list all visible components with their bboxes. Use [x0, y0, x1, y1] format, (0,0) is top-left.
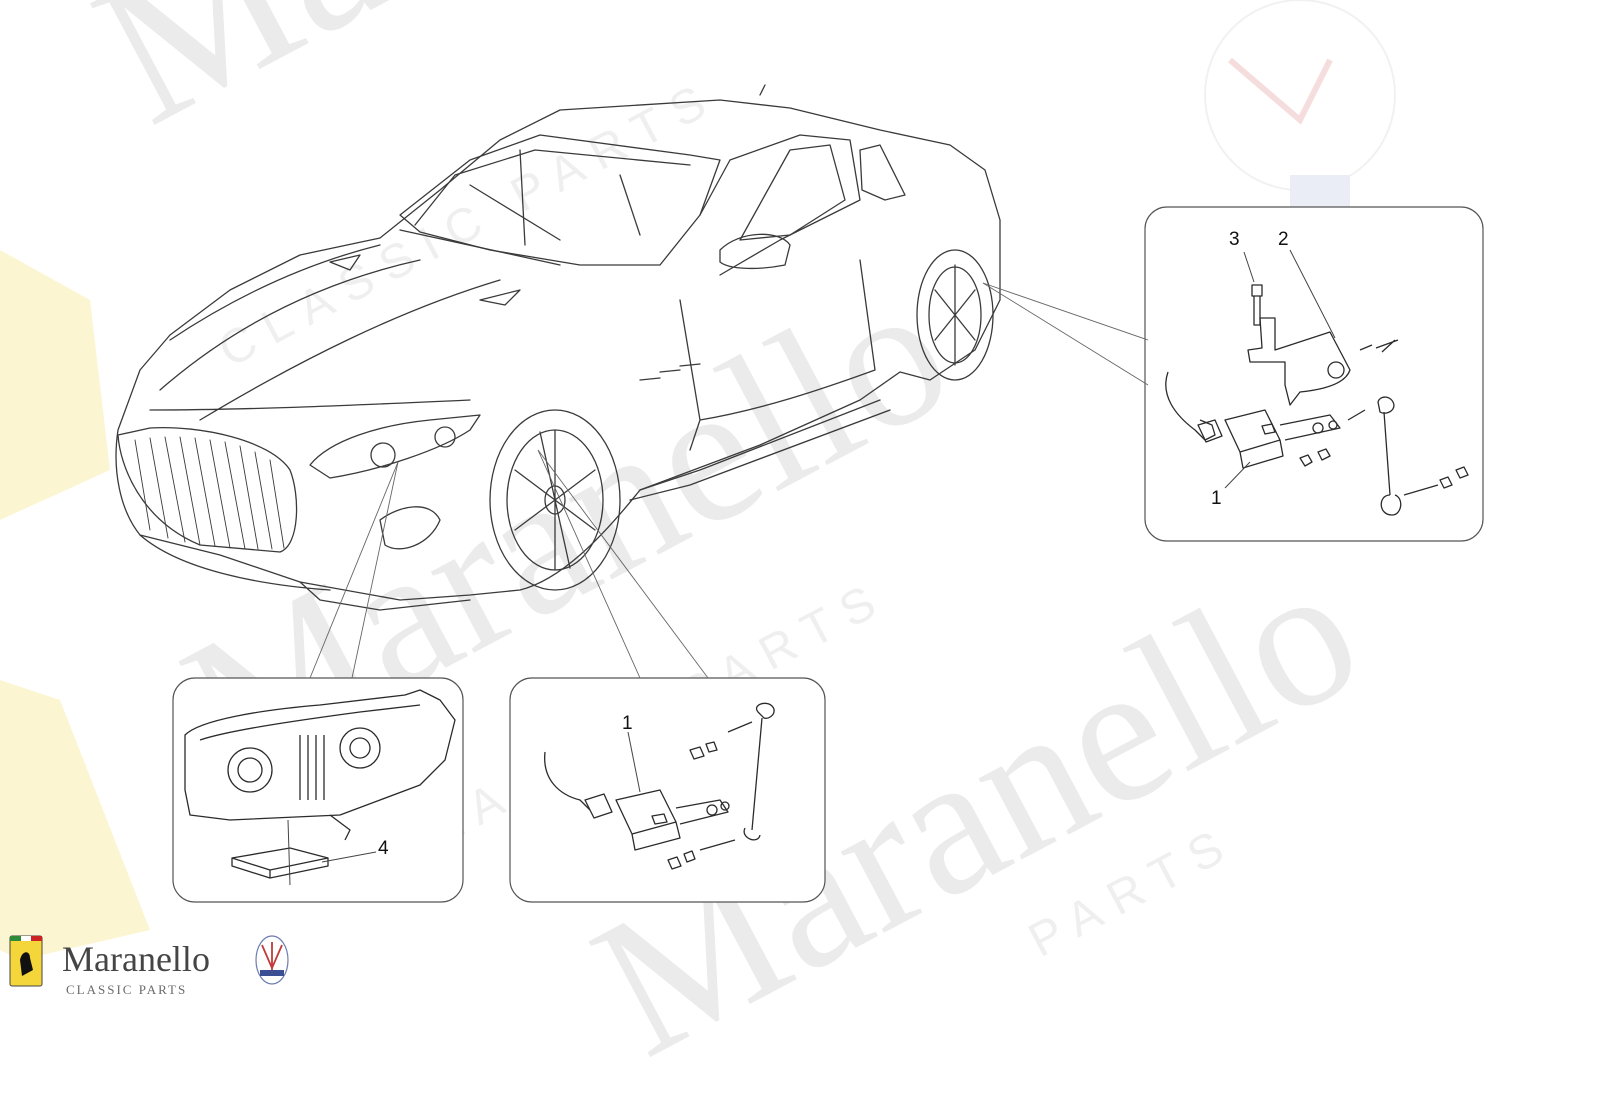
inset-headlight — [172, 677, 464, 903]
front-height-sensor-assembly — [544, 702, 775, 870]
sensor-body-front — [615, 789, 681, 851]
bg-emblem-right — [1204, 0, 1396, 220]
callout-1-bottom: 1 — [622, 713, 633, 734]
leader-lines-top — [1224, 249, 1336, 489]
zoom-leader-lines — [309, 282, 1149, 679]
callout-1-top: 1 — [1211, 488, 1222, 509]
maserati-trident-icon — [255, 935, 289, 985]
headlight-assembly — [184, 689, 456, 879]
leader-line-bc — [627, 731, 641, 793]
brand-subtitle: CLASSIC PARTS — [66, 982, 188, 997]
ferrari-shield-icon — [9, 935, 43, 987]
callout-3: 3 — [1229, 229, 1240, 250]
bracket — [1247, 317, 1351, 406]
car-illustration — [115, 84, 1001, 611]
bg-emblem-left — [0, 250, 150, 960]
sensor-body-rear — [1224, 409, 1284, 469]
diagram-svg — [0, 0, 1484, 987]
callout-2: 2 — [1278, 229, 1289, 250]
grille-bars — [134, 436, 285, 550]
brand-name: Maranello — [62, 939, 210, 979]
leader-lines-bl — [287, 819, 377, 886]
parts-diagram: Maranello CLASSIC PARTS Maranello CLASSI… — [0, 0, 1484, 1099]
bolt — [1251, 284, 1263, 326]
callout-4: 4 — [378, 838, 389, 859]
rear-height-sensor-assembly — [1165, 284, 1469, 516]
inset-front-sensor — [509, 677, 826, 903]
inset-rear-sensor — [1144, 206, 1484, 542]
brand-logo: Maranello CLASSIC PARTS — [6, 930, 306, 1004]
